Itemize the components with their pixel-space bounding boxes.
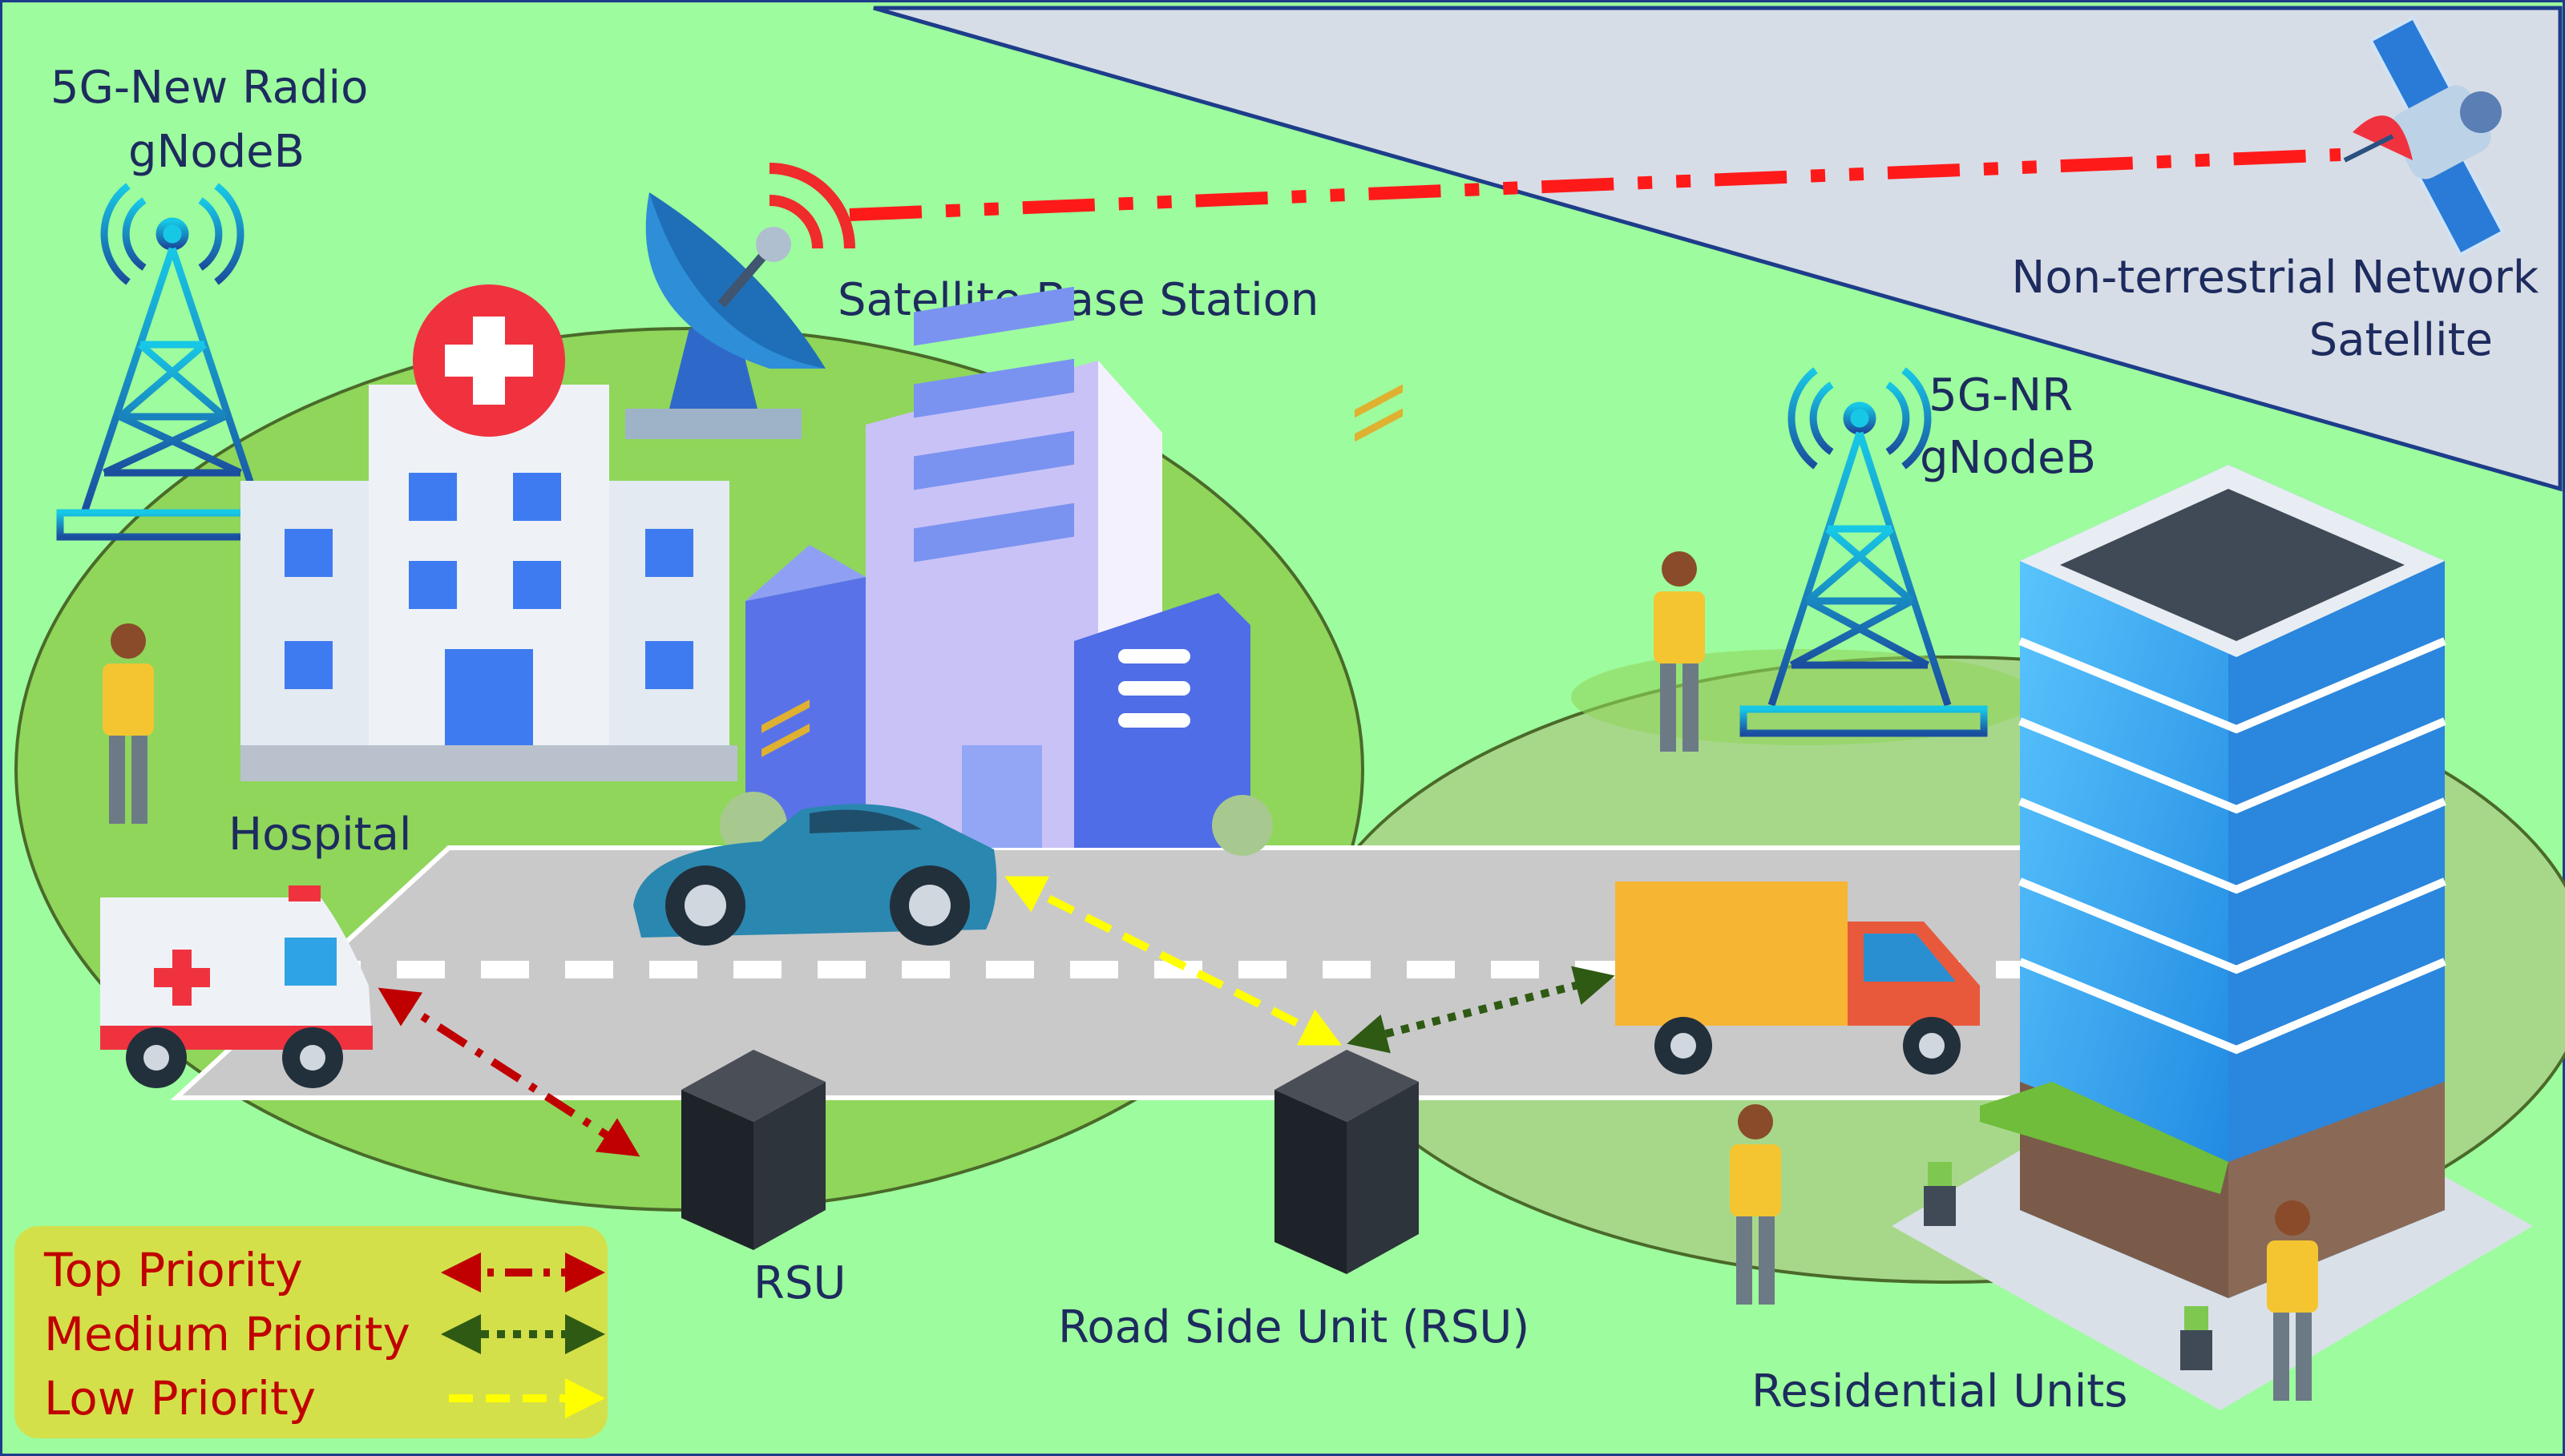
ntn-satellite-label: Non-terrestrial Network Satellite	[2011, 252, 2553, 366]
person-icon	[2267, 1200, 2318, 1401]
legend-medium-priority-label: Medium Priority	[44, 1307, 410, 1361]
person-icon	[103, 623, 154, 824]
gnb-right-label: 5G-NR gNodeB	[1920, 369, 2096, 484]
satellite-link	[849, 148, 2341, 221]
ntn-satellite-icon	[2343, 15, 2506, 257]
truck-icon	[1603, 881, 1980, 1075]
person-icon	[1730, 1104, 1781, 1305]
low-priority-link	[1004, 876, 1342, 1046]
office-buildings	[720, 286, 1273, 859]
legend-top-priority-label: Top Priority	[43, 1243, 303, 1297]
satellite-base-station-label: Satellite Base Station	[838, 274, 1319, 326]
hospital-building	[240, 284, 737, 781]
gnb-left-label: 5G-New Radio gNodeB	[50, 62, 382, 178]
legend: Top Priority Medium Priority Low Priorit…	[14, 1226, 608, 1438]
rsu-right-icon	[1274, 384, 1419, 1274]
person-icon	[1654, 551, 1705, 752]
rsu-right-label: Road Side Unit (RSU)	[1058, 1301, 1529, 1353]
residential-units-label: Residential Units	[1751, 1365, 2127, 1418]
rsu-left-icon	[681, 699, 826, 1250]
top-priority-link	[378, 987, 640, 1157]
gnb-left-tower-icon	[56, 183, 289, 541]
ambulance-icon	[100, 885, 373, 1088]
gnb-right-tower-icon	[1739, 367, 1988, 737]
legend-low-priority-label: Low Priority	[44, 1371, 316, 1426]
medium-priority-link	[1347, 966, 1615, 1054]
residential-building	[1892, 465, 2533, 1410]
satellite-dish-icon	[625, 163, 855, 439]
rsu-left-label: RSU	[753, 1257, 846, 1309]
sky-region	[873, 6, 2563, 492]
car-icon	[633, 804, 997, 946]
hospital-label: Hospital	[228, 809, 411, 861]
